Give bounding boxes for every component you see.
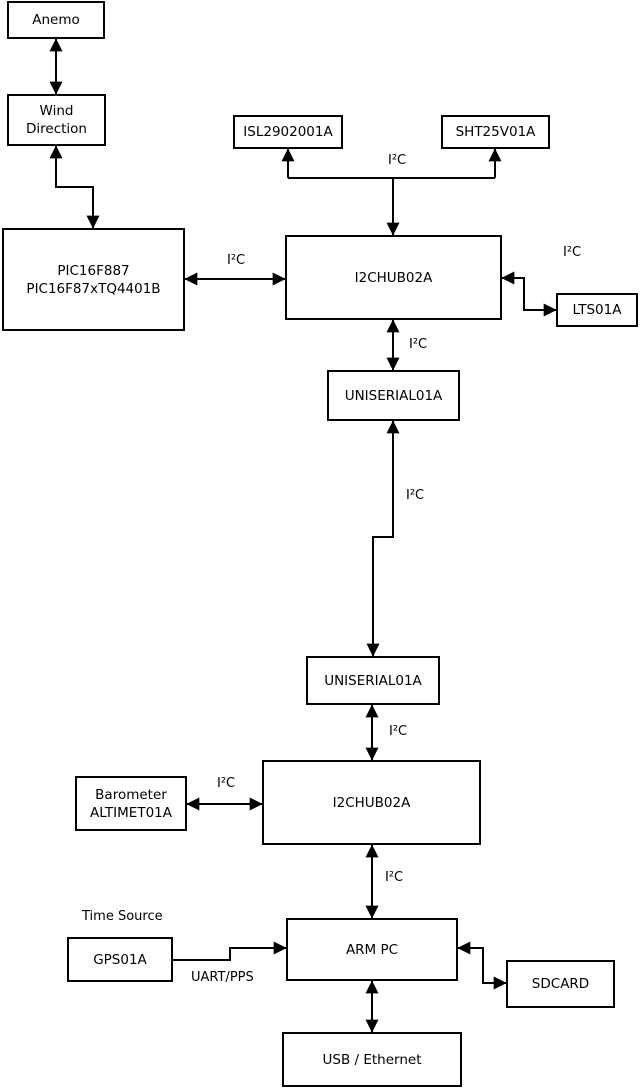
node-usb-ethernet-label: USB / Ethernet	[322, 1051, 422, 1068]
node-uniserial-top: UNISERIAL01A	[327, 370, 460, 421]
i2c-label-bus-top: I²C	[388, 153, 407, 168]
node-uniserial-top-label: UNISERIAL01A	[344, 387, 443, 404]
node-i2chub-top: I2CHUB02A	[285, 235, 502, 320]
node-pic-label-line2: PIC16F87xTQ4401B	[26, 280, 161, 297]
node-lts01a-label: LTS01A	[572, 302, 622, 318]
node-uniserial-bottom: UNISERIAL01A	[306, 656, 440, 705]
node-sdcard-label: SDCARD	[531, 976, 590, 992]
node-arm-pc: ARM PC	[286, 918, 458, 981]
node-arm-pc-label: ARM PC	[345, 941, 399, 958]
node-sht25v01a-label: SHT25V01A	[455, 124, 536, 140]
node-gps01a-label: GPS01A	[93, 951, 147, 968]
node-barometer: Barometer ALTIMET01A	[75, 776, 187, 831]
connector-i2chub-top-lts	[501, 271, 557, 317]
i2c-label-uniserial-hub-bottom: I²C	[389, 724, 408, 739]
i2c-label-hub-lts: I²C	[563, 245, 582, 260]
node-uniserial-bottom-label: UNISERIAL01A	[324, 672, 422, 689]
connector-gps-armpc	[173, 941, 287, 961]
node-lts01a: LTS01A	[556, 293, 638, 327]
time-source-label: Time Source	[82, 909, 163, 924]
node-wind-direction-label-line2: Direction	[26, 121, 87, 137]
node-usb-ethernet: USB / Ethernet	[282, 1032, 462, 1087]
node-sht25v01a: SHT25V01A	[441, 115, 550, 149]
node-pic: PIC16F887 PIC16F87xTQ4401B	[2, 228, 185, 331]
i2c-label-uniserial-link: I²C	[406, 488, 425, 503]
connector-armpc-sdcard	[457, 941, 507, 990]
node-pic-label-line1: PIC16F887	[57, 262, 130, 279]
i2c-label-pic-hub: I²C	[227, 253, 246, 268]
node-sdcard: SDCARD	[506, 960, 615, 1008]
node-barometer-label-line2: ALTIMET01A	[90, 804, 172, 821]
node-i2chub-top-label: I2CHUB02A	[354, 269, 433, 286]
node-gps01a: GPS01A	[67, 937, 173, 982]
node-isl2902001a-label: ISL2902001A	[243, 124, 333, 140]
i2c-label-barometer-hub: I²C	[217, 776, 236, 791]
i2c-label-hub-armpc: I²C	[385, 870, 404, 885]
node-barometer-label-line1: Barometer	[95, 786, 167, 803]
node-i2chub-bottom-label: I2CHUB02A	[332, 794, 411, 811]
uart-pps-label: UART/PPS	[191, 970, 254, 985]
i2c-label-hub-uniserial-top: I²C	[409, 337, 428, 352]
connector-uniserial-uniserial	[366, 420, 400, 657]
node-anemo-label: Anemo	[32, 12, 80, 28]
node-anemo: Anemo	[7, 1, 105, 39]
node-wind-direction-label-line1: Wind	[39, 103, 74, 119]
connector-winddirection-pic	[49, 145, 100, 229]
node-i2chub-bottom: I2CHUB02A	[262, 760, 481, 845]
node-wind-direction: Wind Direction	[7, 94, 106, 146]
node-isl2902001a: ISL2902001A	[233, 115, 343, 149]
